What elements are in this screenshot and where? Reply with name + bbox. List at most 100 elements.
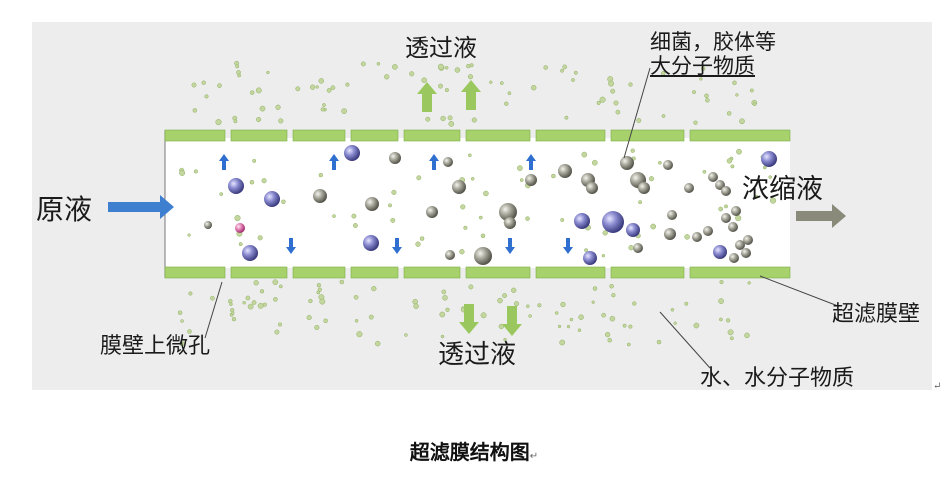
label-feed: 原液	[36, 193, 93, 226]
small-particle	[483, 190, 489, 197]
membrane-segment-bottom	[689, 266, 791, 279]
small-particle	[608, 80, 615, 87]
large-particle-gray	[586, 182, 598, 194]
small-particle	[632, 301, 637, 306]
small-particle	[768, 175, 772, 179]
small-particle	[217, 83, 222, 88]
small-particle	[413, 303, 419, 309]
large-particle-gray	[741, 248, 751, 258]
small-particle	[699, 77, 703, 81]
small-particle	[497, 297, 503, 304]
small-particle	[391, 189, 397, 195]
large-particle-gray	[667, 210, 677, 220]
small-particle	[230, 308, 235, 313]
small-particle	[416, 175, 422, 181]
small-particle	[445, 307, 450, 312]
small-particle	[507, 91, 512, 96]
small-particle	[257, 235, 263, 241]
small-particle	[752, 102, 757, 107]
small-particle	[447, 115, 453, 121]
small-particle	[584, 248, 589, 253]
small-particle	[610, 88, 616, 94]
small-particle	[537, 303, 542, 308]
small-particle	[322, 103, 326, 107]
membrane-segment-bottom	[292, 266, 346, 279]
membrane-segment-bottom	[350, 266, 399, 279]
small-particle	[725, 318, 731, 323]
small-particle	[718, 206, 724, 212]
small-particle	[489, 80, 493, 84]
small-particle	[577, 328, 582, 332]
small-particle	[460, 204, 466, 210]
large-particle-gray	[703, 226, 713, 236]
large-particle-gray	[389, 152, 401, 164]
small-particle	[591, 300, 595, 304]
small-particle	[231, 311, 235, 315]
small-particle	[684, 234, 690, 240]
small-particle	[421, 77, 427, 83]
label-micropores: 膜壁上微孔	[100, 334, 211, 359]
small-particle	[245, 295, 251, 301]
small-particle	[249, 179, 255, 185]
tube-channel	[165, 138, 790, 268]
membrane-segment-top	[230, 129, 288, 142]
membrane-walls	[164, 129, 791, 279]
large-particle-gray	[708, 172, 718, 182]
large-particle-purple	[626, 223, 640, 237]
small-particle	[459, 249, 465, 255]
small-particle	[360, 61, 366, 67]
small-particle	[562, 64, 568, 70]
small-particle	[622, 323, 627, 328]
concentrate-arrow	[796, 204, 846, 228]
small-particle	[730, 164, 735, 169]
small-particle	[762, 165, 767, 170]
small-particle	[526, 304, 530, 308]
small-particle	[613, 100, 619, 106]
small-particle	[609, 315, 616, 322]
label-water-small-molecules: 水、水分子物质	[700, 366, 855, 391]
small-particle	[425, 116, 431, 122]
large-particle-gray	[633, 243, 643, 253]
small-particle	[179, 170, 186, 176]
membrane-segment-top	[350, 129, 399, 142]
flow-arrow-down	[505, 238, 515, 254]
large-particle-purple	[228, 178, 244, 194]
small-particle	[754, 194, 759, 199]
small-particle	[404, 333, 408, 337]
large-particle-gray	[204, 221, 212, 229]
large-particle-purple	[602, 211, 624, 233]
membrane-segment-top	[403, 129, 461, 142]
small-particle	[412, 298, 418, 305]
small-particle	[388, 203, 392, 208]
small-particle	[670, 308, 675, 312]
small-particle	[719, 317, 723, 322]
small-particle	[571, 78, 575, 82]
small-particle	[611, 293, 616, 298]
small-particle	[274, 329, 280, 335]
small-particle	[770, 197, 777, 204]
small-particle	[448, 121, 455, 127]
small-particle	[308, 298, 313, 304]
membrane-segment-bottom	[535, 266, 606, 279]
large-particle-gray	[731, 206, 741, 216]
flow-arrow-down	[563, 238, 573, 254]
small-particle	[440, 334, 445, 339]
small-particle	[517, 165, 523, 171]
large-particle-gray	[729, 253, 739, 263]
small-particle	[374, 340, 381, 347]
small-particle	[409, 71, 415, 77]
small-particle	[437, 63, 444, 70]
small-particle	[630, 148, 635, 153]
small-particle	[177, 310, 183, 315]
small-particle	[609, 283, 614, 289]
flow-arrow-down	[392, 238, 402, 254]
small-particle	[192, 108, 198, 113]
membrane-segment-bottom	[164, 266, 226, 279]
small-particle	[249, 90, 255, 95]
small-particle	[735, 215, 742, 222]
membrane-segment-bottom	[610, 266, 685, 279]
small-particle	[253, 280, 259, 286]
small-particle	[191, 82, 197, 88]
